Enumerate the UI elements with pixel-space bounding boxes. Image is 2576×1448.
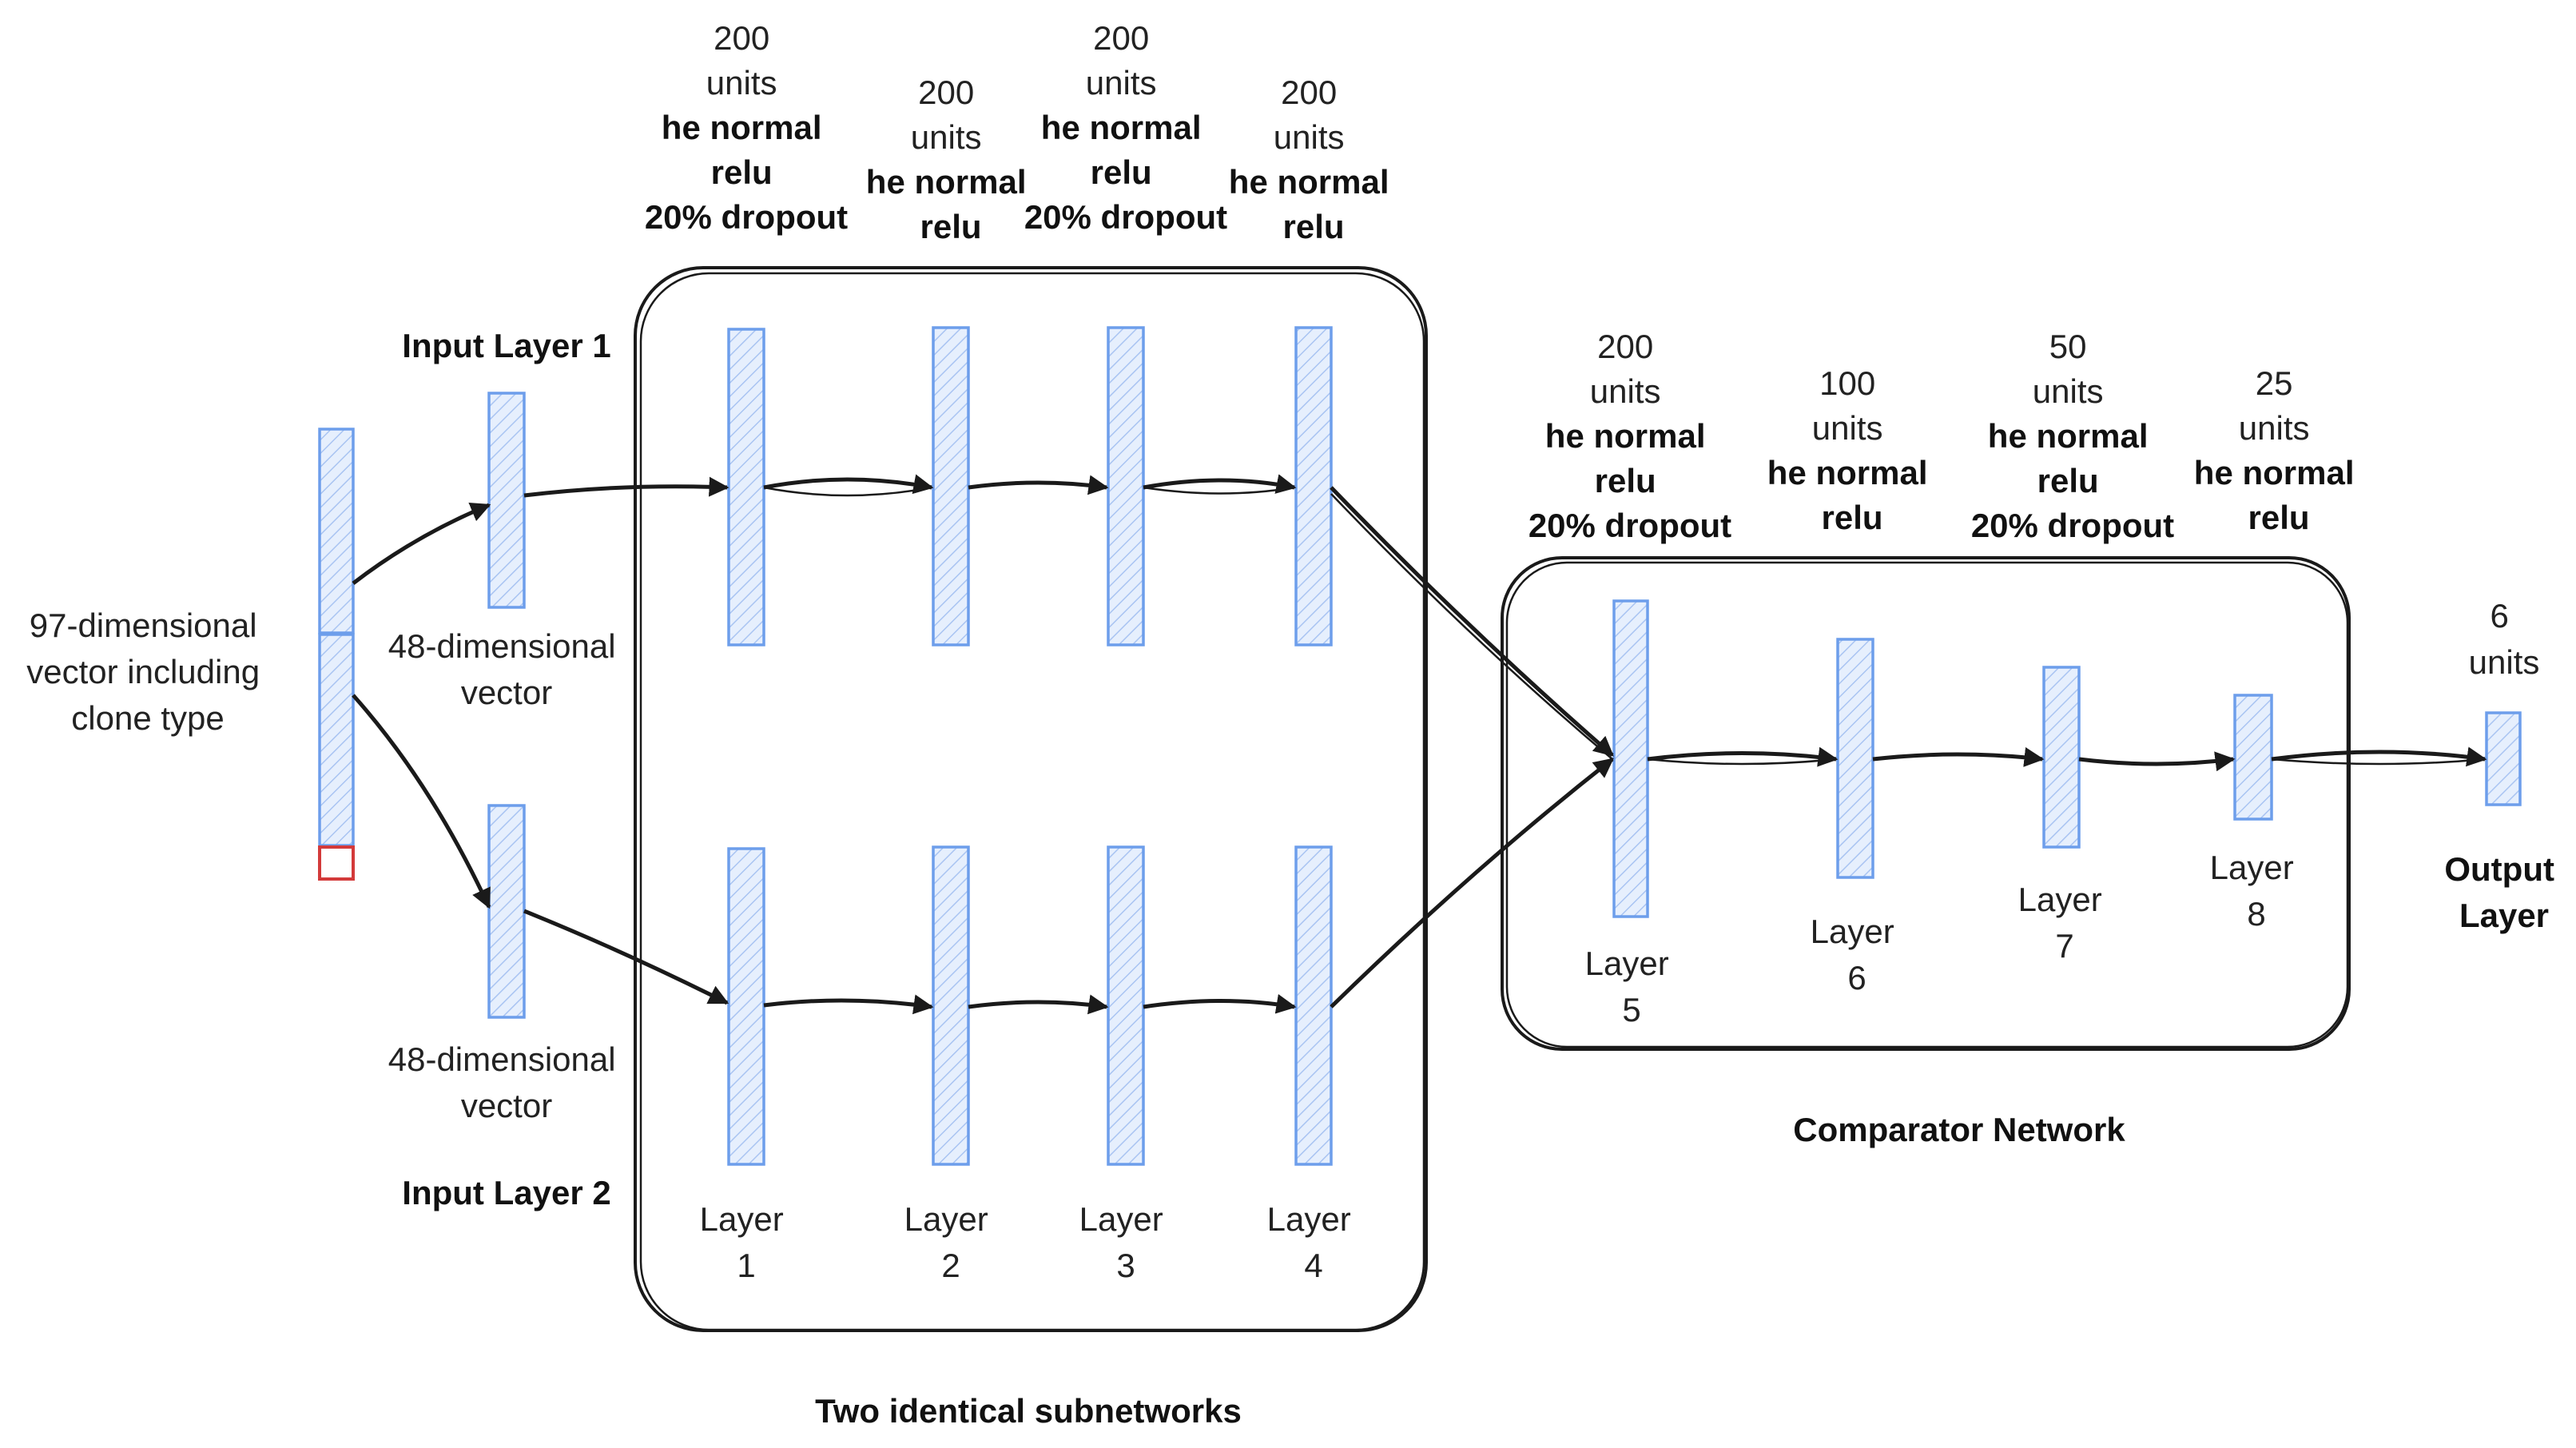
missing-cell-marker bbox=[318, 845, 355, 881]
layer-5-label: Layer 5 bbox=[1585, 945, 1679, 1028]
comparator-layers bbox=[1612, 599, 2273, 918]
layer-3-spec: 200 units he normal relu 20% dropout bbox=[1024, 19, 1227, 236]
output-layer-box bbox=[2485, 711, 2522, 806]
output-layer-label: Output Layer bbox=[2444, 850, 2563, 934]
layer-1-top bbox=[727, 328, 765, 646]
layer-8 bbox=[2233, 694, 2273, 821]
layer-1-bottom bbox=[727, 847, 765, 1166]
comparator-caption: Comparator Network bbox=[1793, 1111, 2125, 1148]
layer-1-spec: 200 units he normal relu 20% dropout bbox=[645, 19, 848, 236]
layer-7-spec: 50 units he normal relu 20% dropout bbox=[1971, 328, 2174, 544]
layer-3-label: Layer 3 bbox=[1079, 1200, 1173, 1284]
layer-8-spec: 25 units he normal relu bbox=[2194, 364, 2363, 536]
layer-4-top bbox=[1294, 326, 1333, 646]
layer-5 bbox=[1612, 599, 1649, 918]
layer-4-bottom bbox=[1294, 845, 1333, 1166]
input-layer-2-caption: 48-dimensional vector bbox=[388, 1040, 626, 1124]
layer-6-label: Layer 6 bbox=[1811, 913, 1904, 996]
connection-arrows bbox=[352, 474, 2487, 1015]
input-layer-1 bbox=[487, 392, 526, 609]
layer-1-label: Layer 1 bbox=[700, 1200, 793, 1284]
layer-7-label: Layer 7 bbox=[2018, 881, 2112, 965]
layer-4-spec: 200 units he normal relu bbox=[1229, 74, 1398, 245]
layer-2-label: Layer 2 bbox=[904, 1200, 998, 1284]
layer-5-spec: 200 units he normal relu 20% dropout bbox=[1529, 328, 1731, 544]
layer-4-label: Layer 4 bbox=[1267, 1200, 1361, 1284]
layer-3-bottom bbox=[1107, 845, 1145, 1166]
comparator-box bbox=[1501, 556, 2351, 1051]
input-layer-1-title: Input Layer 1 bbox=[402, 327, 610, 364]
subnetworks-caption: Two identical subnetworks bbox=[815, 1392, 1242, 1430]
input-vector bbox=[318, 428, 355, 881]
input-layer-2 bbox=[487, 804, 526, 1019]
input-layer-2-title: Input Layer 2 bbox=[402, 1174, 610, 1211]
layer-6-spec: 100 units he normal relu bbox=[1767, 364, 1937, 536]
layer-2-bottom bbox=[932, 845, 970, 1166]
layer-8-label: Layer 8 bbox=[2210, 849, 2304, 933]
layer-3-top bbox=[1107, 326, 1145, 646]
subnetwork-top-layers bbox=[727, 326, 1333, 646]
input-layer-1-caption: 48-dimensional vector bbox=[388, 627, 626, 711]
layer-6 bbox=[1836, 638, 1874, 879]
input-vector-label: 97-dimensional vector including clone ty… bbox=[26, 607, 269, 737]
layer-7 bbox=[2042, 666, 2081, 849]
layer-2-spec: 200 units he normal relu bbox=[866, 74, 1036, 245]
subnetworks-box bbox=[634, 266, 1428, 1332]
subnetwork-bottom-layers bbox=[727, 845, 1333, 1166]
output-spec: 6 units bbox=[2469, 597, 2540, 681]
layer-2-top bbox=[932, 326, 970, 646]
